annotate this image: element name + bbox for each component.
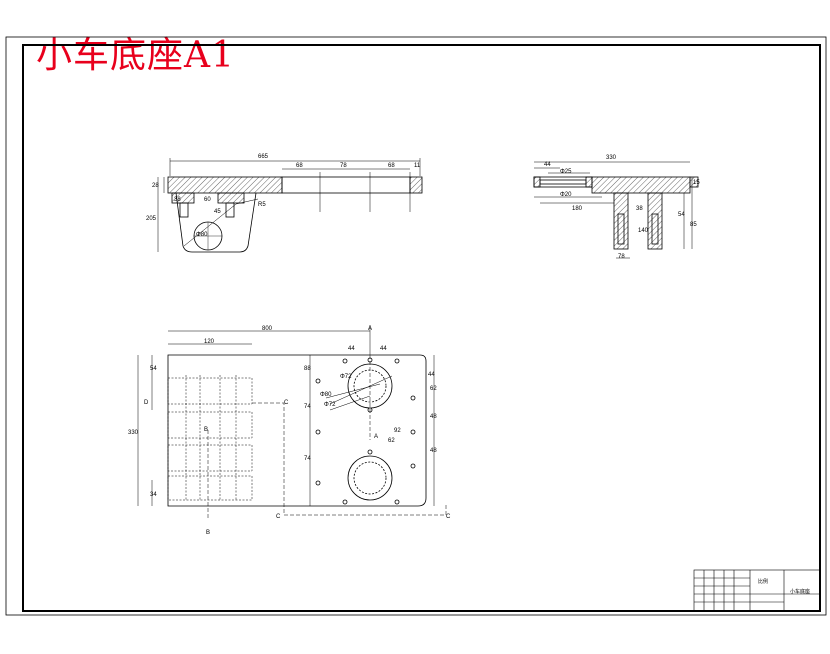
pv-dim-left: 120	[204, 339, 215, 345]
fv-dim-angle: 45	[214, 209, 221, 215]
front-view	[157, 158, 423, 253]
fv-dim-tail: 11	[414, 163, 421, 169]
pv-dim-r-f: 74	[304, 456, 311, 462]
inner-frame	[22, 44, 821, 612]
pv-dim-mid-a: 92	[394, 428, 401, 434]
tb-scale: 比例	[758, 578, 768, 585]
sv-dim-h-right: 54	[678, 212, 685, 218]
sv-dim-bottom: 78	[618, 254, 625, 260]
fv-dim-height-top: 28	[152, 183, 159, 189]
pv-label-a2: A	[374, 434, 378, 440]
pv-dim-dia-c: Φ72	[324, 402, 336, 408]
fv-dim-overall: 665	[258, 154, 269, 160]
pv-label-a: A	[368, 326, 372, 332]
pv-dim-top-a: 44	[348, 346, 355, 352]
sv-dim-tail: 15	[693, 180, 700, 186]
sv-dim-h-total: 85	[690, 222, 697, 228]
fv-dim-seg-c: 68	[388, 163, 395, 169]
tb-part-name: 小车底座	[790, 588, 810, 595]
pv-label-c2: C	[276, 514, 281, 520]
pv-dim-overall: 800	[262, 326, 273, 332]
pv-dim-h-b: 34	[150, 492, 157, 498]
pv-dim-r-b: 62	[430, 386, 437, 392]
fv-dim-height-total: 205	[146, 216, 157, 222]
pv-label-d: D	[144, 400, 149, 406]
fv-dim-seg-a: 68	[296, 163, 303, 169]
sv-dim-lower: 180	[572, 206, 583, 212]
fv-dim-center: 60	[204, 197, 211, 203]
sv-dim-hole-b: Φ20	[560, 192, 572, 198]
pv-dim-dia-b: Φ80	[320, 392, 332, 398]
fv-dim-left-small: 38	[174, 197, 181, 203]
plan-view	[137, 325, 447, 520]
sv-dim-stem: 38	[636, 206, 643, 212]
pv-dim-dia-a: Φ72	[340, 374, 352, 380]
drawing-title: 小车底座A1	[36, 35, 235, 76]
pv-dim-r-e: 74	[304, 404, 311, 410]
pv-label-b2: B	[206, 530, 210, 536]
pv-dim-r-a: 44	[428, 372, 435, 378]
fv-dim-dia: Φ80	[196, 232, 208, 238]
sv-dim-overall: 330	[606, 155, 617, 161]
pv-dim-top-b: 44	[380, 346, 387, 352]
side-view	[533, 161, 699, 259]
outer-frame	[5, 36, 827, 616]
title-block	[693, 569, 821, 612]
sv-dim-hole-a: Φ25	[560, 169, 572, 175]
fv-dim-seg-b: 78	[340, 163, 347, 169]
pv-dim-r-d: 48	[430, 448, 437, 454]
sv-dim-left: 44	[544, 162, 551, 168]
pv-label-c3: C	[446, 514, 451, 520]
fv-dim-radius: R5	[258, 202, 266, 208]
pv-dim-height: 330	[128, 430, 139, 436]
pv-label-c: C	[284, 400, 289, 406]
pv-dim-h-a: 54	[150, 366, 157, 372]
pv-label-b: B	[204, 427, 208, 433]
sv-dim-stem-h: 140	[638, 228, 649, 234]
pv-dim-v-a: 88	[304, 366, 311, 372]
pv-dim-mid-b: 62	[388, 438, 395, 444]
pv-dim-r-c: 48	[430, 414, 437, 420]
